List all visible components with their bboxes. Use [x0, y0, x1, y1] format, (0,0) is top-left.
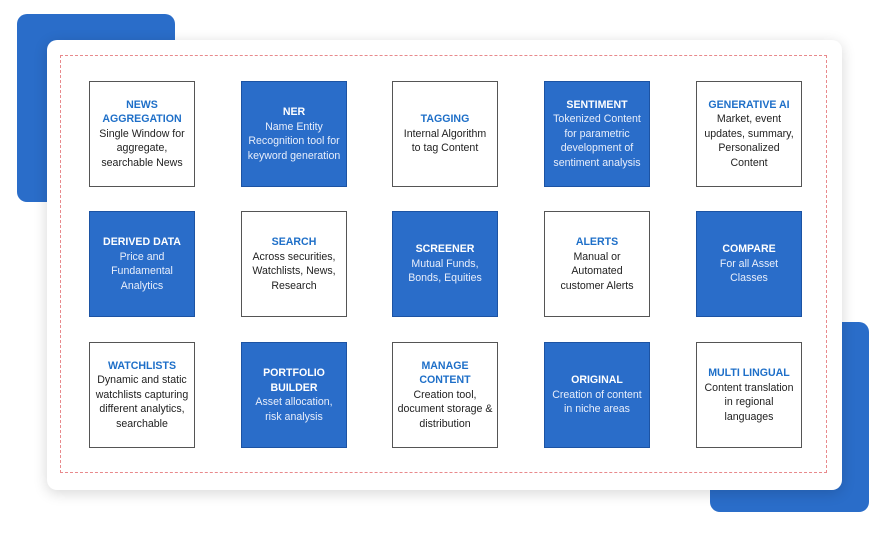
feature-tile-title: NEWS AGGREGATION — [102, 98, 182, 126]
feature-tile-description: Manual or Automated customer Alerts — [560, 250, 634, 292]
feature-tile-description: Dynamic and static watchlists capturing … — [95, 374, 189, 430]
feature-tile-description: Tokenized Content for parametric develop… — [553, 113, 641, 169]
feature-tile-title: ORIGINAL — [571, 374, 623, 387]
feature-tile-description: Creation of content in niche areas — [552, 388, 642, 416]
feature-tile-description: Single Window for aggregate, searchable … — [99, 127, 185, 169]
feature-tile-description: Content translation in regional language… — [704, 381, 794, 423]
feature-tile-sentiment: SENTIMENT Tokenized Content for parametri… — [544, 81, 650, 187]
feature-tile-description: Market, event updates, summary, Personal… — [704, 113, 794, 169]
feature-tile-title: SEARCH — [271, 236, 317, 248]
feature-tile-title: SENTIMENT — [566, 98, 628, 111]
feature-tile-title: NER — [282, 106, 306, 118]
feature-tile-title: DERIVED DATA — [103, 236, 181, 248]
feature-tile-title: WATCHLISTS — [107, 359, 177, 372]
feature-tile-derived-data: DERIVED DATA Price and Fundamental Analyt… — [89, 211, 195, 317]
feature-tile-title: COMPARE — [722, 243, 776, 256]
feature-tile-title: GENERATIVE AI — [708, 98, 790, 111]
feature-tile-watchlists: WATCHLISTS Dynamic and static watchlists … — [89, 342, 195, 448]
feature-tile-title: MANAGE CONTENT — [419, 359, 471, 387]
feature-tile-generative-ai: GENERATIVE AI Market, event updates, summ… — [696, 81, 802, 187]
feature-tile-description: For all Asset Classes — [719, 257, 779, 285]
feature-tile-title: TAGGING — [420, 113, 470, 126]
feature-tile-description: Internal Algorithm to tag Content — [403, 127, 487, 155]
feature-tile-title: SCREENER — [415, 243, 475, 256]
feature-tile-description: Name Entity Recognition tool for keyword… — [247, 120, 341, 162]
feature-tile-multi-lingual: MULTI LINGUAL Content translation in regi… — [696, 342, 802, 448]
feature-tile-description: Mutual Funds, Bonds, Equities — [408, 257, 482, 285]
feature-tile-description: Asset allocation, risk analysis — [255, 396, 333, 423]
feature-tile-description: Creation tool, document storage & distri… — [397, 388, 493, 430]
feature-tile-ner: NER Name Entity Recognition tool for keyw… — [241, 81, 347, 187]
dashed-frame — [60, 55, 827, 473]
feature-tile-title: MULTI LINGUAL — [708, 367, 790, 379]
feature-tile-description: Price and Fundamental Analytics — [111, 250, 173, 292]
feature-tile-title: PORTFOLIO BUILDER — [263, 367, 325, 394]
feature-tile-title: ALERTS — [575, 236, 619, 248]
feature-tile-search: SEARCH Across securities, Watchlists, New… — [241, 211, 347, 317]
feature-tile-description: Across securities, Watchlists, News, Res… — [252, 250, 336, 292]
feature-tile-alerts: ALERTS Manual or Automated customer Alert… — [544, 211, 650, 317]
